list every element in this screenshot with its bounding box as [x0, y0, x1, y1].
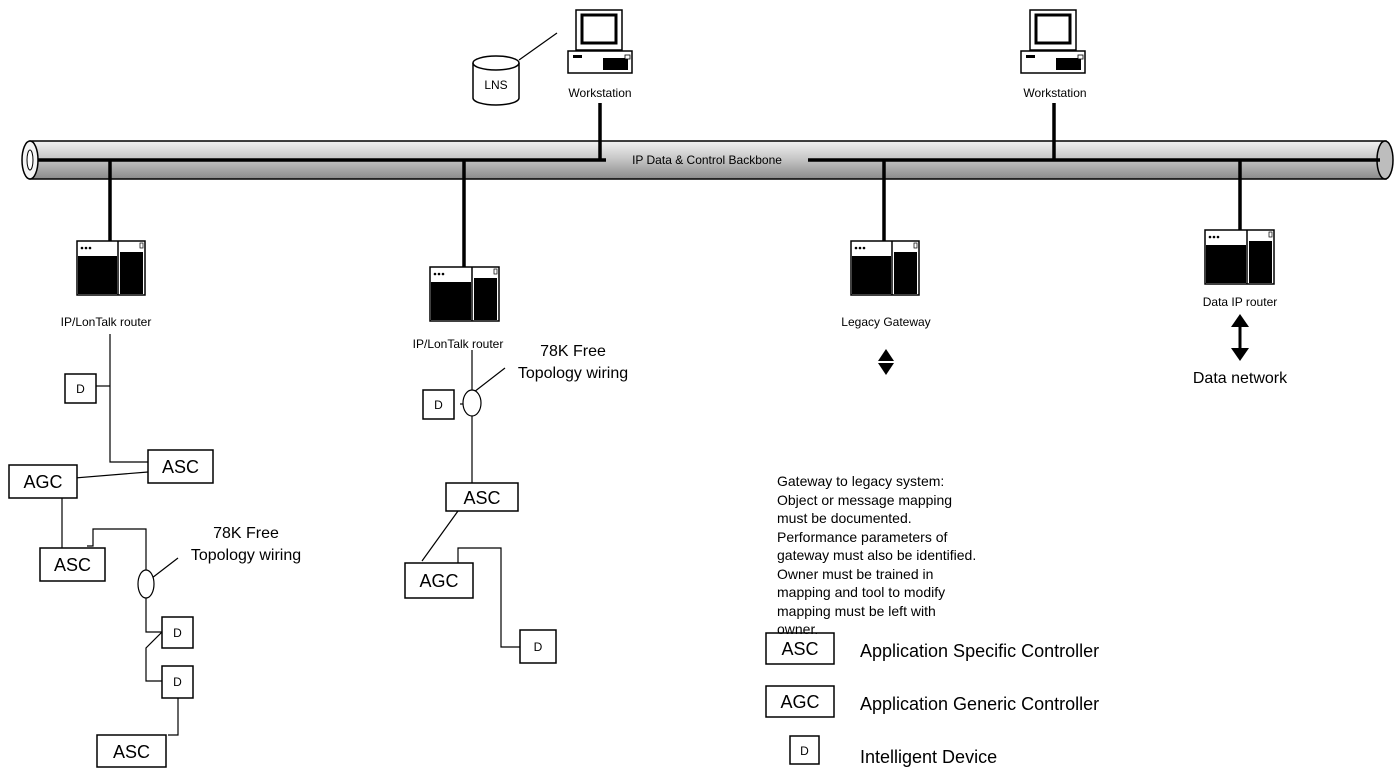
- svg-text:78K Free: 78K Free: [213, 525, 279, 542]
- legacy-gateway: Legacy Gateway: [841, 240, 931, 329]
- router-label: Data IP router: [1203, 295, 1277, 309]
- gateway-note-line: Performance parameters of: [777, 528, 948, 545]
- data-ip-router: Data IP router: [1203, 229, 1277, 309]
- router-1: IP/LonTalk router: [61, 240, 152, 329]
- svg-text:ASC: ASC: [781, 639, 818, 659]
- workstation-2: Workstation: [1020, 9, 1087, 100]
- svg-text:AGC: AGC: [419, 571, 458, 591]
- gateway-note-line: must be documented.: [777, 510, 912, 526]
- intelligent-device-node: D: [161, 665, 194, 699]
- backbone-label: IP Data & Control Backbone: [632, 153, 782, 167]
- svg-text:D: D: [434, 398, 443, 412]
- svg-text:ASC: ASC: [113, 742, 150, 762]
- svg-text:D: D: [534, 640, 543, 654]
- gateway-note-line: Owner must be trained in: [777, 565, 934, 582]
- gateway-note: Gateway to legacy system: Object or mess…: [777, 472, 1057, 639]
- svg-text:AGC: AGC: [23, 472, 62, 492]
- lns-connector: [518, 32, 558, 61]
- workstation-label: Workstation: [1023, 86, 1086, 100]
- splice-symbol: [462, 389, 482, 417]
- asc-node: ASC: [39, 547, 106, 582]
- intelligent-device-node: D: [422, 389, 455, 420]
- gateway-note-line: Gateway to legacy system:: [777, 473, 945, 489]
- legend: ASC Application Specific Controller AGC …: [765, 632, 1099, 767]
- asc-node: ASC: [147, 449, 214, 484]
- asc-node: ASC: [445, 482, 519, 512]
- workstation-label: Workstation: [568, 86, 631, 100]
- intelligent-device-node: D: [519, 629, 557, 664]
- gateway-note-line: gateway must also be identified.: [777, 547, 977, 563]
- data-network-label: Data network: [1193, 370, 1288, 387]
- intelligent-device-node: D: [64, 373, 97, 404]
- svg-text:Intelligent Device: Intelligent Device: [860, 747, 997, 767]
- legend-device: D Intelligent Device: [789, 735, 997, 767]
- gateway-note-line: mapping must be left with: [777, 602, 936, 619]
- bidirectional-arrow-icon: [878, 349, 894, 375]
- svg-text:Application Generic Controller: Application Generic Controller: [860, 694, 1099, 714]
- workstation-1: Workstation: [567, 9, 633, 100]
- lns-database: LNS: [472, 55, 520, 106]
- router-label: IP/LonTalk router: [413, 337, 504, 351]
- gateway-note-line: owner.: [777, 621, 819, 637]
- svg-text:ASC: ASC: [463, 488, 500, 508]
- svg-text:78K Free: 78K Free: [540, 343, 606, 360]
- svg-text:D: D: [173, 675, 182, 689]
- svg-text:D: D: [76, 382, 85, 396]
- svg-text:D: D: [800, 744, 809, 758]
- middle-branch-wiring: [421, 350, 520, 648]
- asc-node: ASC: [96, 734, 167, 768]
- legend-asc: ASC Application Specific Controller: [765, 632, 1099, 665]
- gateway-label: Legacy Gateway: [841, 315, 930, 329]
- gateway-note-line: Object or message mapping: [777, 491, 953, 508]
- svg-text:D: D: [173, 626, 182, 640]
- router-2: IP/LonTalk router: [413, 266, 504, 351]
- svg-text:AGC: AGC: [780, 692, 819, 712]
- splice-symbol: [137, 569, 155, 599]
- agc-node: AGC: [8, 464, 78, 499]
- wiring-note-middle: 78K Free Topology wiring: [518, 343, 628, 382]
- legend-agc: AGC Application Generic Controller: [765, 685, 1099, 718]
- intelligent-device-node: D: [161, 616, 194, 649]
- lns-label: LNS: [484, 78, 507, 92]
- svg-text:ASC: ASC: [54, 555, 91, 575]
- gateway-note-line: mapping and tool to modify: [777, 584, 946, 600]
- svg-text:Topology wiring: Topology wiring: [518, 365, 628, 382]
- router-label: IP/LonTalk router: [61, 315, 152, 329]
- double-arrow-icon: [1231, 314, 1249, 361]
- svg-text:ASC: ASC: [162, 457, 199, 477]
- agc-node: AGC: [404, 562, 474, 599]
- ip-backbone: IP Data & Control Backbone: [21, 140, 1394, 180]
- wiring-note-left: 78K Free Topology wiring: [191, 525, 301, 564]
- svg-text:Topology wiring: Topology wiring: [191, 547, 301, 564]
- svg-text:Application Specific Controlle: Application Specific Controller: [860, 641, 1099, 661]
